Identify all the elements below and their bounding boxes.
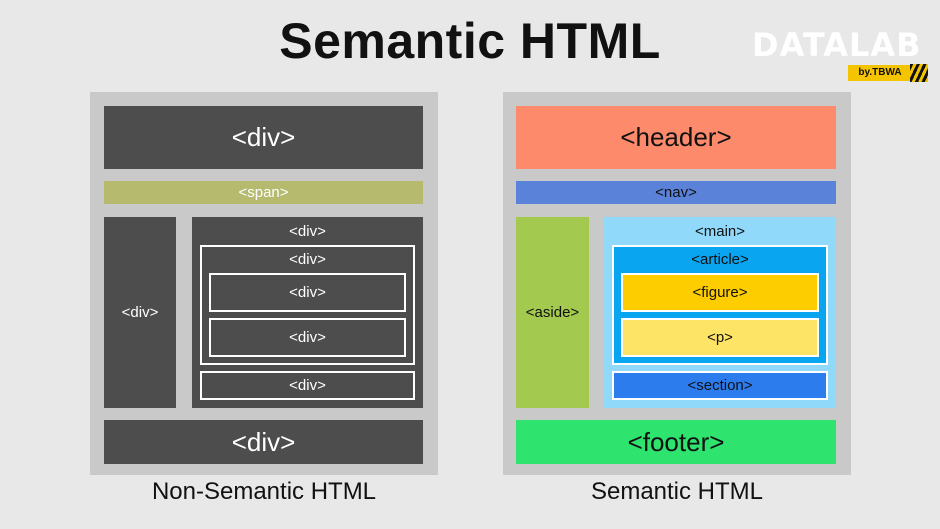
nav-block: <nav>	[516, 181, 836, 204]
ns-inner-label: <div>	[289, 251, 326, 268]
logo-text: DATALAB	[752, 26, 922, 64]
ns-inner-a-div: <div>	[209, 273, 406, 312]
non-semantic-panel: <div> <span> <div> <div> <div> <div> <di…	[90, 92, 438, 475]
ns-inner-div: <div> <div> <div>	[200, 245, 415, 365]
p-block: <p>	[621, 318, 819, 357]
main-block: <main> <article> <figure> <p> <section>	[604, 217, 836, 408]
main-label: <main>	[694, 222, 746, 240]
ns-main-div: <div> <div> <div> <div> <div>	[192, 217, 423, 408]
ns-span: <span>	[104, 181, 423, 204]
article-block: <article> <figure> <p>	[612, 245, 828, 365]
section-block: <section>	[612, 371, 828, 400]
page-title: Semantic HTML	[279, 13, 661, 69]
header-block: <header>	[516, 106, 836, 169]
ns-inner-b-div: <div>	[209, 318, 406, 357]
aside-block: <aside>	[516, 217, 589, 408]
logo-stripes-icon	[910, 64, 928, 82]
non-semantic-caption: Non-Semantic HTML	[151, 478, 377, 505]
ns-bottom-inner-div: <div>	[200, 371, 415, 400]
semantic-caption: Semantic HTML	[590, 478, 764, 505]
article-label: <article>	[691, 251, 749, 268]
semantic-panel: <header> <nav> <aside> <main> <article> …	[503, 92, 851, 475]
ns-footer-div: <div>	[104, 420, 423, 464]
ns-main-label: <div>	[289, 222, 326, 240]
footer-block: <footer>	[516, 420, 836, 464]
datalab-logo: DATALAB by.TBWA	[752, 28, 932, 88]
figure-block: <figure>	[621, 273, 819, 312]
ns-side-div: <div>	[104, 217, 176, 408]
logo-sub: by.TBWA	[848, 65, 912, 81]
ns-header-div: <div>	[104, 106, 423, 169]
